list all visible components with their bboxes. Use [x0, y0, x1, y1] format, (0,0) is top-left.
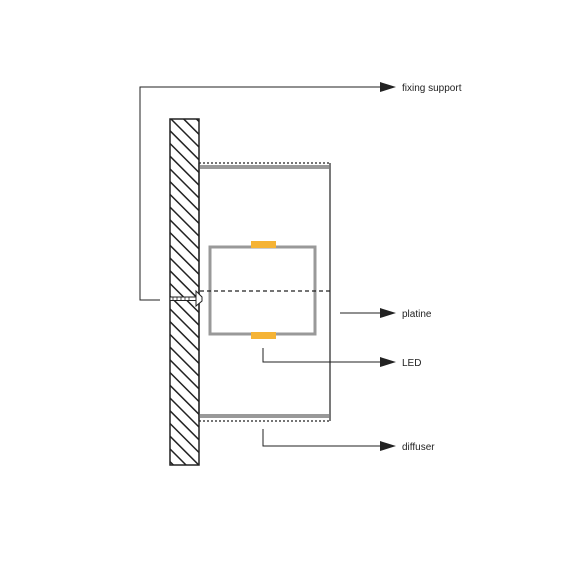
- leader-led: [262, 348, 396, 367]
- label-platine: platine: [402, 309, 432, 320]
- diffuser-bottom: [200, 414, 329, 418]
- screw-icon: [169, 289, 203, 308]
- led-top: [251, 241, 276, 248]
- wall: [169, 118, 200, 466]
- label-diffuser: diffuser: [402, 442, 435, 453]
- leader-fixing-support: [139, 82, 396, 301]
- label-fixing-support: fixing support: [402, 83, 462, 94]
- diffuser-top: [200, 165, 329, 169]
- leader-diffuser: [262, 429, 396, 451]
- fixture-housing: [198, 162, 331, 422]
- label-led: LED: [402, 358, 421, 369]
- led-bottom: [251, 332, 276, 339]
- leader-platine: [340, 308, 396, 318]
